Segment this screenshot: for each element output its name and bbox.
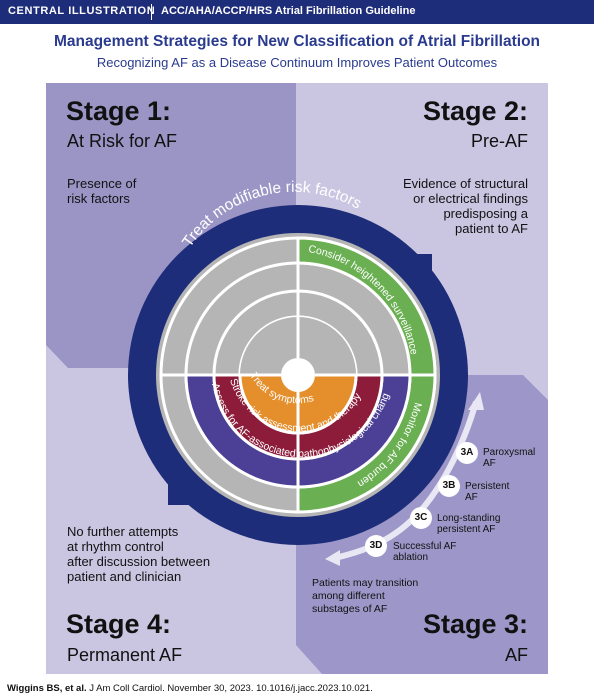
stage1-number: Stage 1: (66, 96, 172, 126)
substage-3a-label-2: AF (483, 458, 496, 469)
citation-authors: Wiggins BS, et al. (7, 683, 87, 694)
substage-3a-label-1: Paroxysmal (483, 447, 536, 458)
stage3-note-line1: Patients may transition (312, 577, 419, 589)
stage2-desc-line2: or electrical findings (413, 191, 528, 206)
substage-3d-badge: 3D (365, 535, 387, 557)
header-separator (151, 4, 152, 20)
outer-ring-tail-left (168, 465, 230, 505)
header-bar: CENTRAL ILLUSTRATION ACC/AHA/ACCP/HRS At… (0, 0, 594, 24)
stage1-name: At Risk for AF (67, 131, 178, 151)
stage2-name: Pre-AF (470, 131, 528, 151)
stage3-note-line2: among different (312, 590, 385, 602)
substage-3c-label-1: Long-standing (437, 513, 501, 524)
stage1-arrow-notch (296, 83, 322, 112)
stage4-name: Permanent AF (67, 645, 183, 665)
stage4-desc-line4: patient and clinician (67, 569, 182, 584)
stage2-number: Stage 2: (422, 96, 528, 126)
stage4-number: Stage 4: (66, 609, 172, 639)
outer-ring-tail-right (380, 254, 432, 295)
substage-3b-label-2: AF (465, 492, 478, 503)
stage3-number: Stage 3: (422, 609, 528, 639)
stage3-arrow-notch (520, 345, 548, 400)
header-label: CENTRAL ILLUSTRATION (8, 5, 156, 17)
stage2-desc-line1: Evidence of structural (402, 176, 528, 191)
center-dot (281, 358, 315, 392)
substage-arrow-head-bottom (325, 550, 340, 566)
citation-ref: J Am Coll Cardiol. November 30, 2023. 10… (86, 683, 373, 694)
header-guideline: ACC/AHA/ACCP/HRS Atrial Fibrillation Gui… (161, 5, 416, 17)
substage-3b-label-1: Persistent (465, 481, 510, 492)
substage-3a-badge: 3A (456, 442, 478, 464)
stage4-desc-line3: after discussion between (67, 554, 211, 569)
substage-arrow-head-top (468, 392, 484, 410)
stage2-desc-line3: predisposing a (443, 206, 528, 221)
stage4-arrow-notch (46, 345, 68, 392)
stage4-desc-line2: at rhythm control (67, 539, 164, 554)
substage-3d-label-1: Successful AF (393, 541, 457, 552)
stage1-desc-line1: Presence of (67, 176, 137, 191)
page-subtitle: Recognizing AF as a Disease Continuum Im… (96, 55, 498, 70)
stage4-desc-line1: No further attempts (67, 524, 179, 539)
stage3-name: AF (504, 645, 528, 665)
stage2-desc-line4: patient to AF (455, 221, 528, 236)
quadrant-stage4 (46, 368, 296, 674)
quadrant-stage2 (296, 83, 548, 375)
substage-3b-badge: 3B (438, 475, 460, 497)
page-title: Management Strategies for New Classifica… (53, 33, 541, 50)
substage-3d-label-2: ablation (393, 552, 429, 563)
substage-arrow (334, 401, 479, 561)
stage1-desc-line2: risk factors (67, 191, 130, 206)
citation: Wiggins BS, et al. J Am Coll Cardiol. No… (7, 683, 373, 694)
substage-3c-badge: 3C (410, 507, 432, 529)
stage3-note-line3: substages of AF (312, 603, 388, 615)
stage3-bottom-notch (296, 645, 322, 674)
substage-3c-label-2: persistent AF (437, 524, 496, 535)
